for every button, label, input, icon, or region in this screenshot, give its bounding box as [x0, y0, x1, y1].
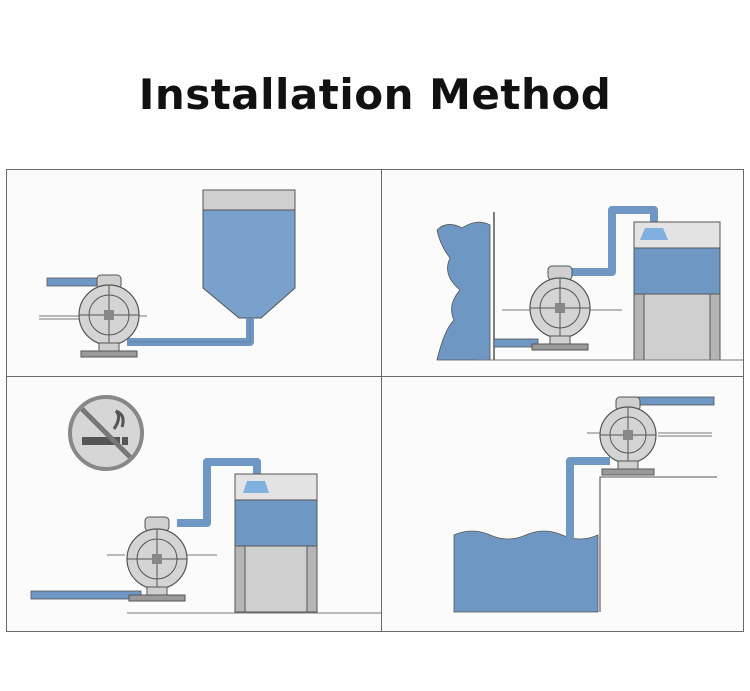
- pool-liquid: [453, 530, 599, 613]
- discharge-pipe: [177, 458, 261, 527]
- panel-flooded-suction: [382, 170, 743, 377]
- gravity-feed-diagram: [39, 189, 296, 358]
- outlet-pipe: [127, 318, 254, 346]
- installation-diagram-grid: [6, 169, 744, 632]
- suction-lift-diagram: [453, 396, 717, 613]
- suction-pipe: [566, 457, 610, 607]
- receiving-tank-liquid: [633, 247, 721, 295]
- no-smoking-suction-diagram: [30, 395, 381, 614]
- diaphragm-pump-icon: [529, 265, 591, 351]
- discharge-pipe: [572, 206, 658, 276]
- suction-pipe: [493, 338, 539, 348]
- diaphragm-pump-icon: [126, 516, 188, 602]
- discharge-pipe: [46, 277, 106, 287]
- panel-gravity-feed: [7, 170, 382, 377]
- receiving-tank-liquid: [234, 499, 318, 547]
- panel-no-smoking: [7, 377, 382, 631]
- no-smoking-icon: [68, 395, 144, 471]
- source-liquid: [436, 221, 491, 361]
- discharge-pipe: [637, 396, 715, 406]
- flooded-suction-diagram: [436, 206, 743, 361]
- diaphragm-pump-icon: [599, 396, 657, 476]
- suction-pipe: [30, 590, 142, 600]
- page-title: Installation Method: [138, 70, 612, 119]
- hopper-tank-top: [202, 189, 296, 211]
- panel-suction-lift: [382, 377, 743, 631]
- diaphragm-pump-icon: [78, 274, 140, 358]
